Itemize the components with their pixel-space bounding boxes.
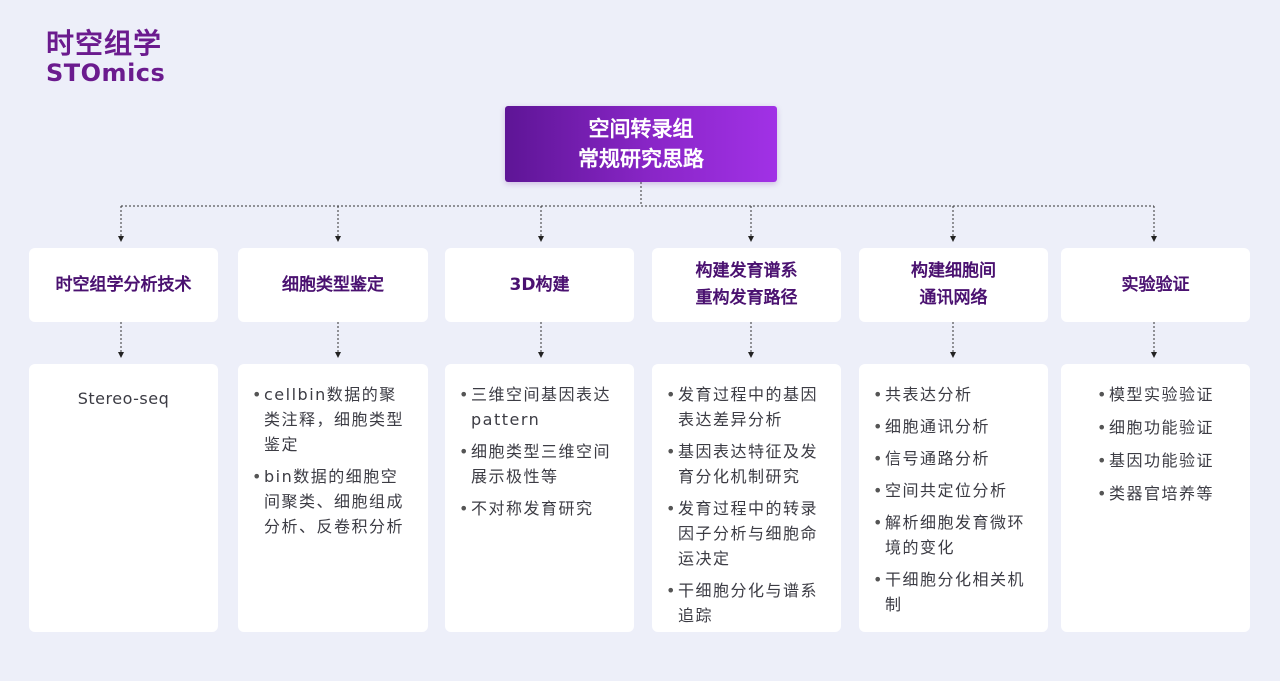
list-item: 信号通路分析 [873, 446, 1034, 471]
category-box-1: 时空组学分析技术 [29, 248, 218, 322]
list-item: 模型实验验证 [1097, 382, 1236, 407]
list-item: 基因功能验证 [1097, 448, 1236, 473]
list-item: 干细胞分化与谱系追踪 [666, 578, 827, 628]
root-node: 空间转录组 常规研究思路 [505, 106, 777, 182]
logo-chinese-text: 时空组学 [46, 27, 163, 60]
list-item: bin数据的细胞空间聚类、细胞组成分析、反卷积分析 [252, 464, 414, 539]
category-box-5: 构建细胞间 通讯网络 [859, 248, 1048, 322]
list-item: 三维空间基因表达pattern [459, 382, 620, 432]
detail-box-5: 共表达分析 细胞通讯分析 信号通路分析 空间共定位分析 解析细胞发育微环境的变化… [859, 364, 1048, 632]
category-title: 细胞类型鉴定 [282, 274, 384, 295]
detail-text: Stereo-seq [77, 389, 170, 408]
category-title: 实验验证 [1121, 274, 1190, 295]
detail-box-1: Stereo-seq [29, 364, 218, 632]
list-item: 发育过程中的基因表达差异分析 [666, 382, 827, 432]
category-box-4: 构建发育谱系 重构发育路径 [652, 248, 841, 322]
list-item: cellbin数据的聚类注释，细胞类型鉴定 [252, 382, 414, 457]
root-title-line1: 空间转录组 [588, 117, 694, 141]
list-item: 解析细胞发育微环境的变化 [873, 510, 1034, 560]
list-item: 发育过程中的转录因子分析与细胞命运决定 [666, 496, 827, 571]
list-item: 基因表达特征及发育分化机制研究 [666, 439, 827, 489]
category-title-line2: 重构发育路径 [695, 288, 798, 308]
list-item: 不对称发育研究 [459, 496, 620, 521]
detail-box-3: 三维空间基因表达pattern 细胞类型三维空间展示极性等 不对称发育研究 [445, 364, 634, 632]
category-title-line1: 构建发育谱系 [695, 261, 798, 281]
category-title-line2: 通讯网络 [919, 288, 988, 308]
detail-box-6: 模型实验验证 细胞功能验证 基因功能验证 类器官培养等 [1061, 364, 1250, 632]
category-box-6: 实验验证 [1061, 248, 1250, 322]
detail-box-2: cellbin数据的聚类注释，细胞类型鉴定 bin数据的细胞空间聚类、细胞组成分… [238, 364, 428, 632]
list-item: 共表达分析 [873, 382, 1034, 407]
list-item: 类器官培养等 [1097, 481, 1236, 506]
detail-box-4: 发育过程中的基因表达差异分析 基因表达特征及发育分化机制研究 发育过程中的转录因… [652, 364, 841, 632]
list-item: 细胞类型三维空间展示极性等 [459, 439, 620, 489]
logo-english-text: STOmics [46, 59, 166, 87]
list-item: 细胞通讯分析 [873, 414, 1034, 439]
category-title-line1: 构建细胞间 [911, 261, 996, 281]
list-item: 干细胞分化相关机制 [873, 567, 1034, 617]
category-title: 时空组学分析技术 [55, 274, 192, 295]
category-box-3: 3D构建 [445, 248, 634, 322]
list-item: 空间共定位分析 [873, 478, 1034, 503]
category-box-2: 细胞类型鉴定 [238, 248, 428, 322]
stomics-logo: 时空组学 STOmics [46, 27, 166, 87]
category-title: 3D构建 [509, 274, 570, 295]
root-title-line2: 常规研究思路 [578, 147, 704, 171]
list-item: 细胞功能验证 [1097, 415, 1236, 440]
